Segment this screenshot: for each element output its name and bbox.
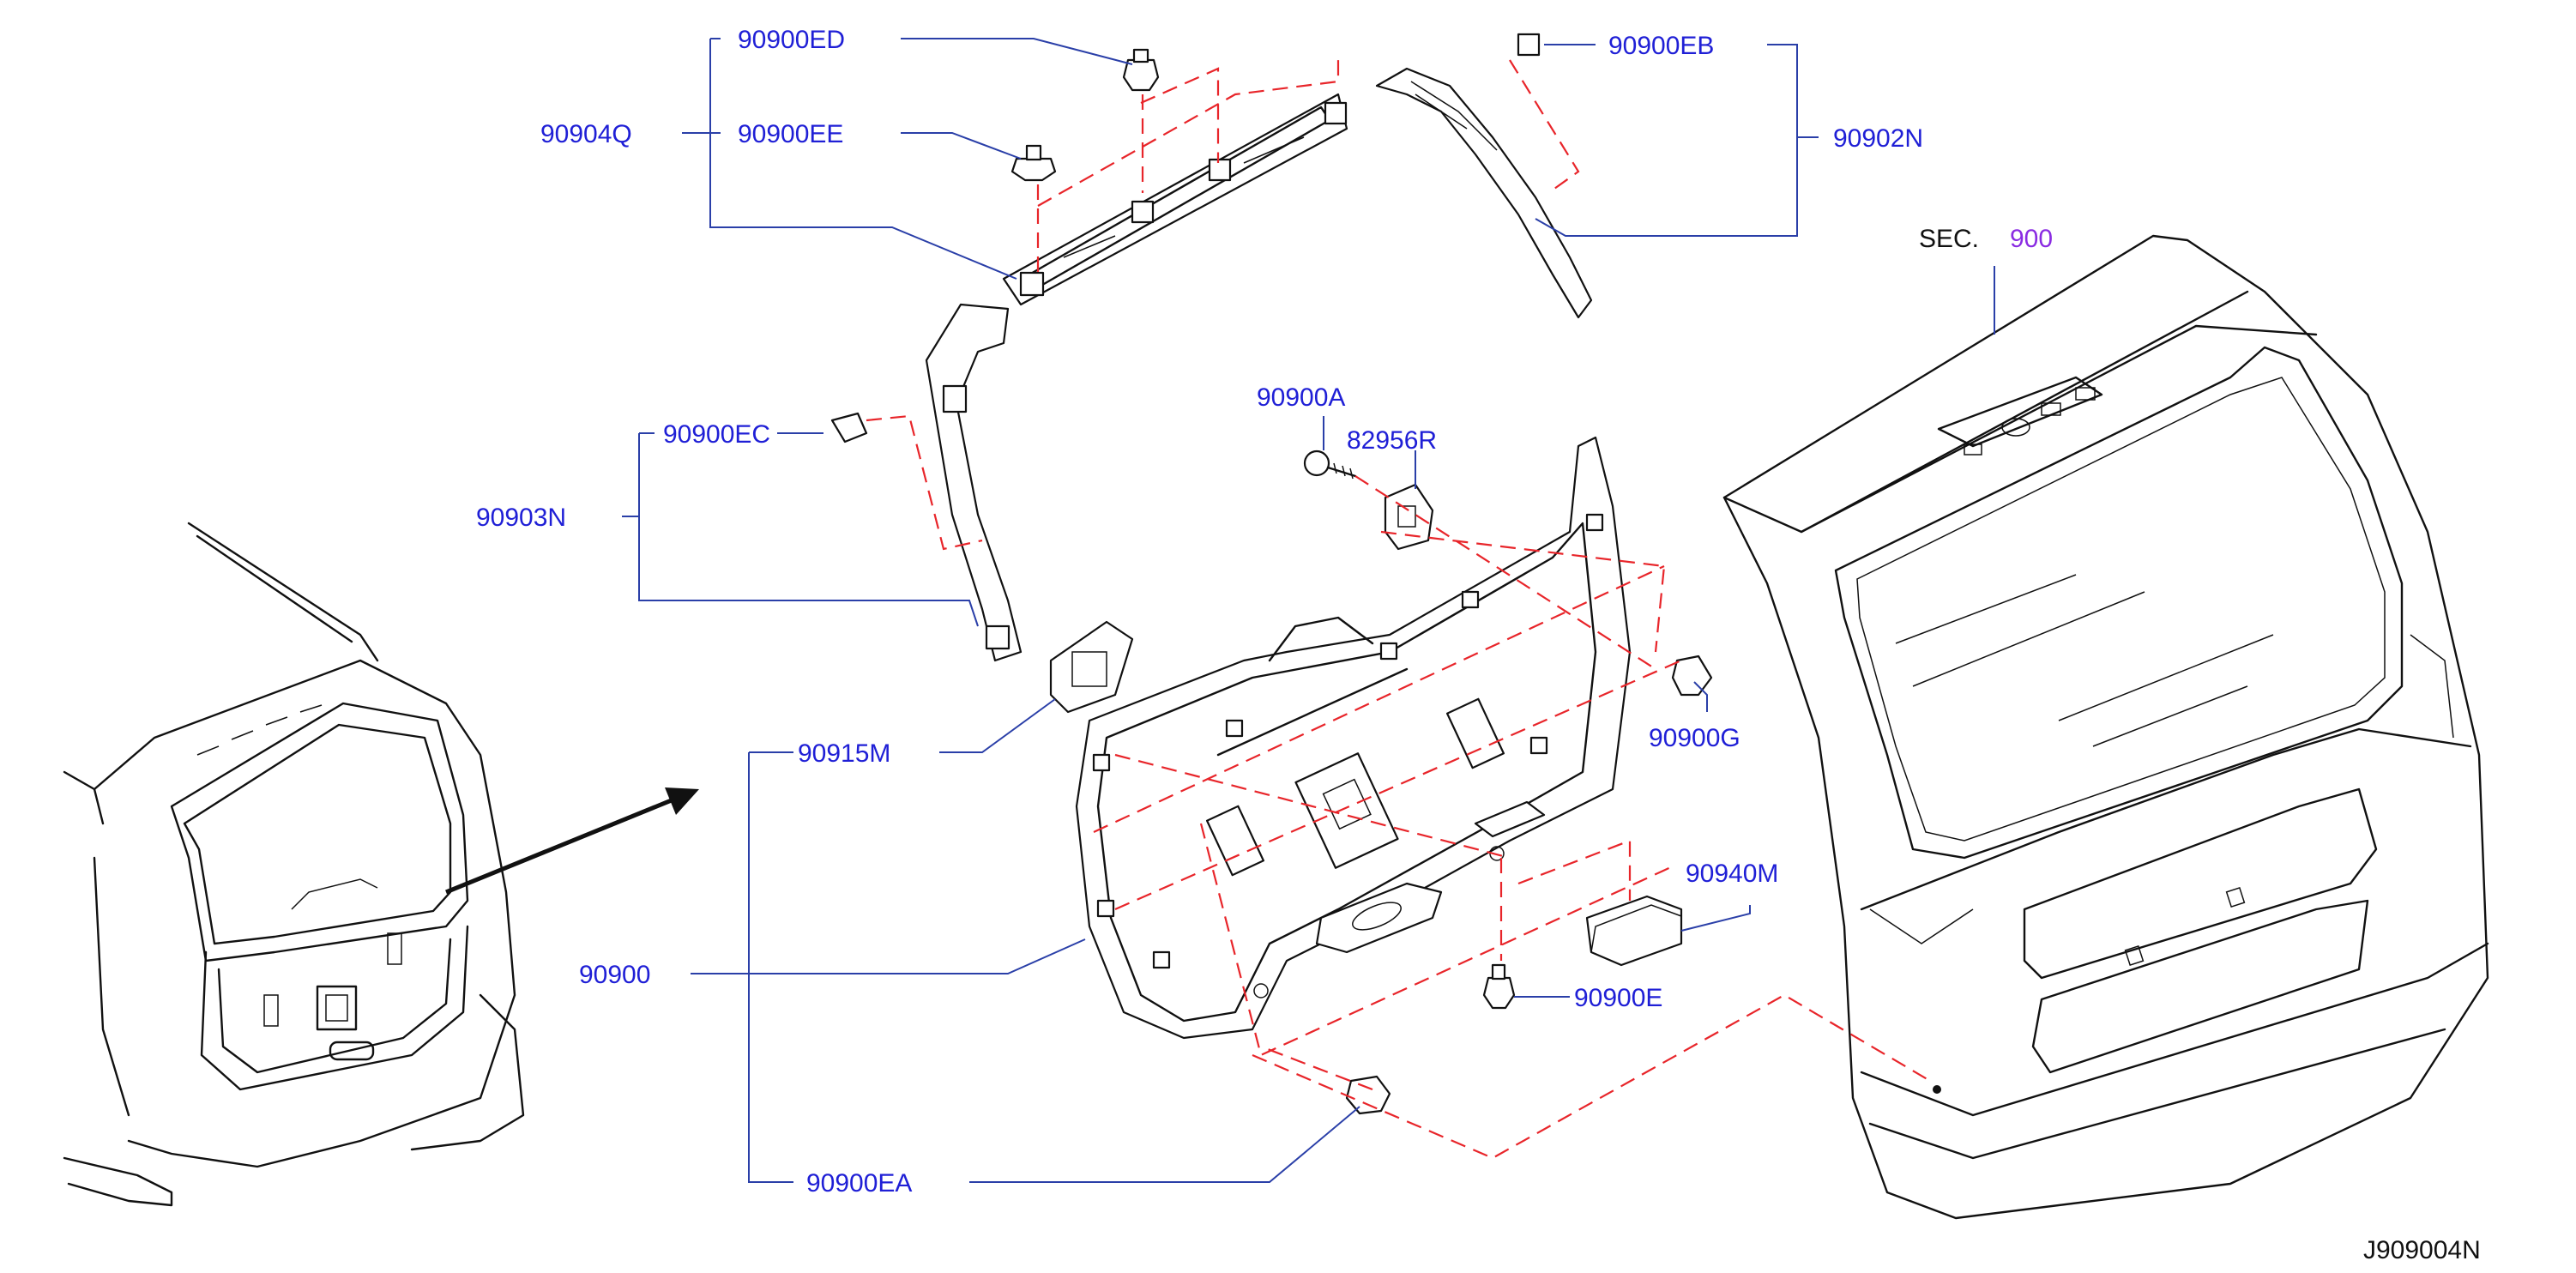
- label-90900A[interactable]: 90900A: [1257, 383, 1345, 412]
- label-90900EA[interactable]: 90900EA: [806, 1169, 912, 1198]
- fasteners: [830, 48, 1713, 1115]
- label-90900G[interactable]: 90900G: [1649, 724, 1740, 752]
- lamp-90940M: [1585, 895, 1683, 967]
- section-number-link[interactable]: 900: [2010, 225, 2053, 253]
- label-90900EC[interactable]: 90900EC: [663, 420, 770, 449]
- label-82956R[interactable]: 82956R: [1347, 426, 1437, 455]
- striker-82956R: [1384, 483, 1434, 551]
- upper-trim-90904Q: [1002, 93, 1348, 306]
- label-90940M[interactable]: 90940M: [1686, 860, 1778, 888]
- label-90900E[interactable]: 90900E: [1574, 984, 1662, 1012]
- back-door-assembly: [1722, 234, 2489, 1220]
- label-90904Q[interactable]: 90904Q: [540, 120, 632, 148]
- callout-arrow: [445, 787, 699, 895]
- label-90915M[interactable]: 90915M: [798, 739, 890, 768]
- label-90900EB[interactable]: 90900EB: [1608, 32, 1714, 60]
- label-90903N[interactable]: 90903N: [476, 504, 566, 532]
- label-90902N[interactable]: 90902N: [1833, 124, 1923, 153]
- label-90900ED[interactable]: 90900ED: [738, 26, 845, 54]
- assembly-dashed-lines: [866, 59, 1931, 1160]
- cover-90915M: [1049, 620, 1134, 714]
- section-prefix: SEC.: [1919, 225, 1979, 253]
- upper-right-trim-90902N: [1375, 33, 1593, 319]
- label-90900[interactable]: 90900: [579, 961, 650, 989]
- vehicle-rear-illustration: [63, 522, 525, 1207]
- diagram-code: J909004N: [2363, 1236, 2481, 1264]
- left-pillar-trim-90903N: [925, 303, 1023, 662]
- label-90900EE[interactable]: 90900EE: [738, 120, 843, 148]
- back-door-trim-90900: [1075, 436, 1632, 1040]
- leader-lines: [622, 38, 1995, 1183]
- part-labels: 90900ED 90900EE 90904Q 90900EB 90902N 90…: [476, 26, 2481, 1264]
